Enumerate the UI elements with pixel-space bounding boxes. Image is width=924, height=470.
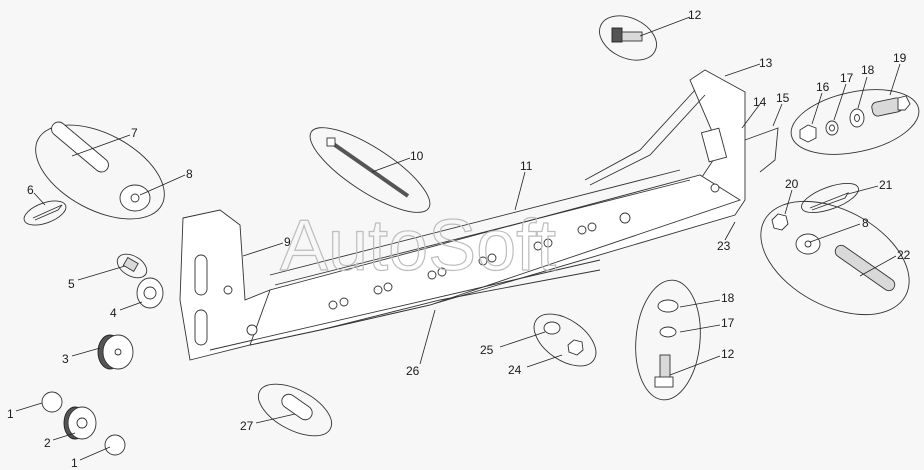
bushing-27 <box>281 393 313 421</box>
bushing-1-top <box>41 391 63 413</box>
callout-16: 16 <box>816 80 830 94</box>
callout-27: 27 <box>240 419 254 433</box>
callout-14: 14 <box>753 95 767 109</box>
callout-3: 3 <box>62 352 69 366</box>
callout-labels: 12 13 14 15 16 17 18 19 20 21 8 22 23 11… <box>7 8 911 470</box>
bolt-10 <box>326 137 410 198</box>
plate-4 <box>136 277 164 309</box>
callout-6: 6 <box>27 183 34 197</box>
callout-7: 7 <box>131 126 138 140</box>
nut-20 <box>771 213 789 231</box>
callout-17: 17 <box>840 71 854 85</box>
callout-2: 2 <box>44 436 51 450</box>
callout-10: 10 <box>410 149 424 163</box>
frame-holes <box>223 183 720 336</box>
cotter-pin-21 <box>809 192 850 211</box>
cotter-pin-6 <box>32 204 63 221</box>
callout-21: 21 <box>879 178 893 192</box>
bushing-1-bottom <box>104 434 126 456</box>
callout-24: 24 <box>508 363 522 377</box>
callout-18-bottom: 18 <box>721 291 735 305</box>
nut-16 <box>799 124 817 143</box>
screw-5 <box>122 256 139 272</box>
washer-17-bottom <box>659 326 677 338</box>
callout-13: 13 <box>759 56 773 70</box>
group-oval-bushing-27 <box>258 383 332 437</box>
roller-3 <box>97 334 134 370</box>
washer-8-left <box>119 184 151 212</box>
callout-18: 18 <box>861 63 875 77</box>
callout-19: 19 <box>893 51 907 65</box>
washer-18-top <box>849 108 865 128</box>
washer-8-right <box>795 233 821 255</box>
group-oval-nut-24-25 <box>533 313 597 367</box>
group-oval-fasteners-16-19 <box>790 89 920 155</box>
pin-15 <box>744 127 779 173</box>
group-oval-screw-5 <box>116 253 148 279</box>
callout-20: 20 <box>785 177 799 191</box>
callout-26: 26 <box>406 364 420 378</box>
group-oval-pin-21 <box>801 182 859 214</box>
washer-17-top <box>825 120 839 136</box>
group-oval-pin-7 <box>35 124 165 220</box>
callout-8-left: 8 <box>186 167 193 181</box>
group-oval-bolt-12-top <box>599 15 657 61</box>
washer-25 <box>543 321 561 335</box>
callout-12-bottom: 12 <box>721 347 735 361</box>
bolt-12-top <box>611 27 643 43</box>
pin-22 <box>834 244 896 292</box>
callout-1-top: 1 <box>7 407 14 421</box>
group-oval-pin-6 <box>23 200 67 226</box>
callout-22: 22 <box>897 248 911 262</box>
callout-5: 5 <box>68 277 75 291</box>
callout-1-bottom: 1 <box>71 456 78 470</box>
pin-7 <box>51 121 109 173</box>
nut-24 <box>567 339 584 356</box>
washer-18-bottom <box>657 299 679 313</box>
callout-12: 12 <box>688 8 702 22</box>
bolt-19 <box>871 95 911 117</box>
callout-8-right: 8 <box>862 216 869 230</box>
group-oval-bolt-12-bottom <box>635 279 701 401</box>
bolt-12-bottom <box>654 354 674 388</box>
frame-assembly <box>179 69 746 361</box>
callout-17-bottom: 17 <box>721 316 735 330</box>
callout-9: 9 <box>284 235 291 249</box>
callout-23: 23 <box>717 239 731 253</box>
leader-lines <box>15 16 901 461</box>
callout-4: 4 <box>110 306 117 320</box>
group-oval-bolt-10 <box>309 127 431 213</box>
watermark: AutoSoft <box>280 206 556 286</box>
callout-15: 15 <box>776 91 790 105</box>
group-oval-pin-22 <box>760 200 910 316</box>
roller-2 <box>63 406 97 440</box>
callout-11: 11 <box>520 159 533 173</box>
callout-25: 25 <box>480 343 494 357</box>
